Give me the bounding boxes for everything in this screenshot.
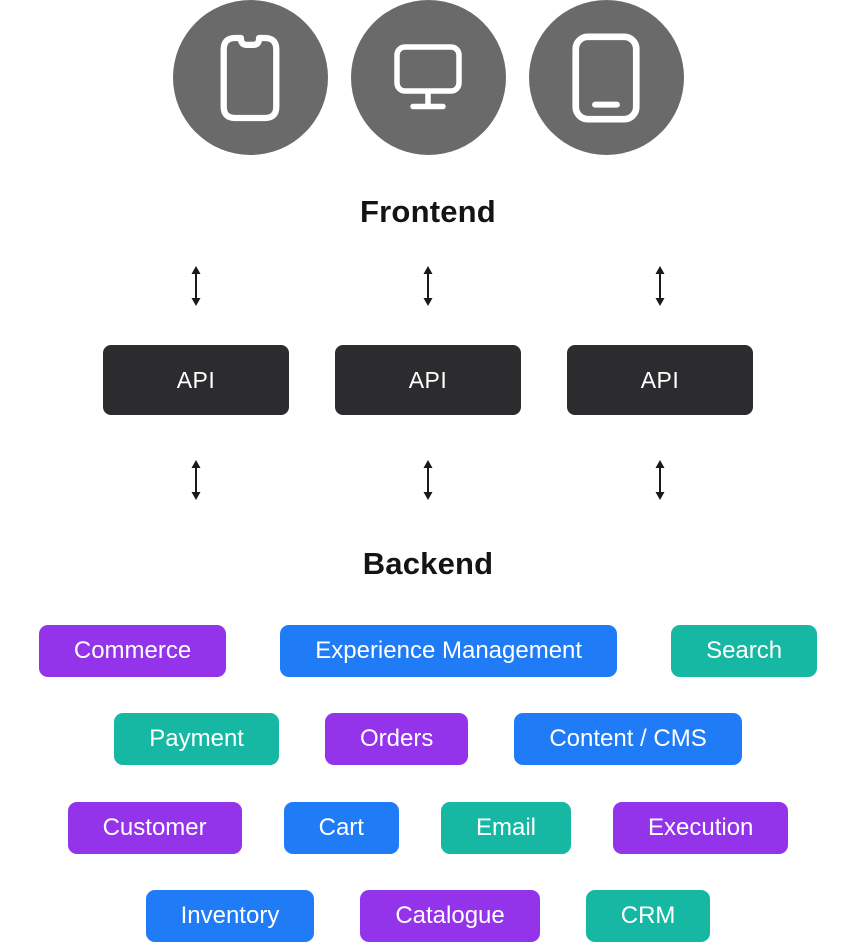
service-badge-label: Execution bbox=[647, 814, 754, 841]
service-badge-customer: Customer bbox=[67, 802, 242, 854]
frontend-title: Frontend bbox=[360, 194, 496, 229]
service-badge-label: Customer bbox=[102, 814, 207, 841]
service-badge-label: Search bbox=[706, 637, 783, 664]
service-badge-label: Catalogue bbox=[395, 902, 505, 929]
service-row: Payment Orders Content / CMS bbox=[0, 713, 856, 765]
bidirectional-arrow-icon bbox=[420, 266, 436, 311]
service-badge-orders: Orders bbox=[324, 713, 469, 765]
backend-title: Backend bbox=[362, 546, 494, 581]
service-row: Customer Cart Email Execution bbox=[0, 802, 856, 854]
api-label: API bbox=[640, 366, 680, 393]
service-badge-search: Search bbox=[671, 625, 818, 677]
bidirectional-arrow-icon bbox=[652, 266, 668, 311]
frontend-api-arrows bbox=[0, 266, 856, 311]
service-badge-execution: Execution bbox=[612, 802, 789, 854]
service-badge-content-cms: Content / CMS bbox=[514, 713, 742, 765]
api-label: API bbox=[408, 366, 448, 393]
service-badge-label: Content / CMS bbox=[549, 725, 707, 752]
service-badge-label: Email bbox=[475, 814, 536, 841]
api-row: API API API bbox=[0, 345, 856, 415]
service-badge-inventory: Inventory bbox=[145, 890, 315, 942]
service-badge-label: Experience Management bbox=[315, 637, 583, 664]
service-badge-label: Inventory bbox=[180, 902, 280, 929]
service-badge-payment: Payment bbox=[114, 713, 279, 765]
bidirectional-arrow-icon bbox=[652, 460, 668, 505]
devices-row bbox=[0, 0, 856, 155]
device-circle-smartphone bbox=[172, 0, 328, 155]
bidirectional-arrow-icon bbox=[188, 460, 204, 505]
service-badge-label: Orders bbox=[359, 725, 434, 752]
service-badge-label: Cart bbox=[318, 814, 364, 841]
bidirectional-arrow-icon bbox=[188, 266, 204, 311]
api-backend-arrows bbox=[0, 460, 856, 505]
tablet-icon bbox=[569, 32, 643, 124]
device-circle-desktop bbox=[350, 0, 506, 155]
device-circle-tablet bbox=[528, 0, 684, 155]
api-label: API bbox=[176, 366, 216, 393]
service-row: Inventory Catalogue CRM bbox=[0, 890, 856, 942]
service-badge-email: Email bbox=[440, 802, 571, 854]
service-row: Commerce Experience Management Search bbox=[0, 625, 856, 677]
service-badge-catalogue: Catalogue bbox=[360, 890, 540, 942]
bidirectional-arrow-icon bbox=[420, 460, 436, 505]
service-badge-crm: CRM bbox=[585, 890, 711, 942]
desktop-icon bbox=[380, 33, 476, 123]
service-badge-commerce: Commerce bbox=[38, 625, 227, 677]
smartphone-icon bbox=[211, 30, 289, 126]
service-badge-cart: Cart bbox=[283, 802, 399, 854]
service-badge-experience-management: Experience Management bbox=[280, 625, 618, 677]
api-box: API bbox=[335, 345, 521, 415]
api-box: API bbox=[567, 345, 753, 415]
service-badge-label: CRM bbox=[620, 902, 676, 929]
service-badge-label: Commerce bbox=[73, 637, 192, 664]
service-badge-label: Payment bbox=[149, 725, 244, 752]
api-box: API bbox=[103, 345, 289, 415]
